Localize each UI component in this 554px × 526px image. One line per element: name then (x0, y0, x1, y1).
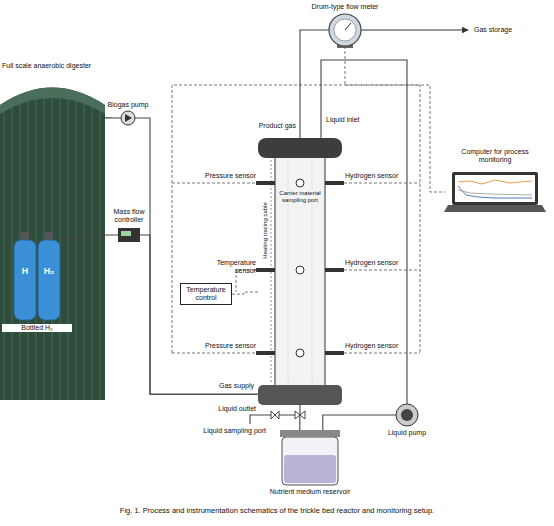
part-label: Pressure sensor (190, 172, 256, 180)
part-label: Hydrogen sensor (345, 342, 405, 350)
pipe-connector (135, 118, 258, 394)
valve-symbol (271, 411, 279, 419)
part-label: Hydrogen sensor (345, 259, 405, 267)
part-label: Carrier material sampling port (277, 190, 323, 204)
node-label: Biogas pump (100, 101, 156, 109)
part-label: Gas supply (196, 382, 254, 390)
monitor-trace (458, 180, 532, 184)
drum-flow-meter (329, 14, 361, 46)
pipe-connector (232, 292, 258, 294)
sampling-line (250, 415, 300, 424)
part-label: Pressure sensor (190, 342, 256, 350)
node-label: Drum-type flow meter (295, 3, 395, 11)
reactor-column (275, 156, 325, 387)
trickle-bed-reactor: Product gas (258, 138, 342, 405)
monitor-trace (458, 190, 532, 195)
pipe-connector (300, 30, 329, 138)
nutrient-reservoir: Nutrient medium reservoir (278, 430, 342, 485)
reactor-bottom-cap (258, 385, 342, 405)
gas-bottle (38, 240, 60, 320)
flow-meter: Drum-type flow meter (329, 14, 361, 46)
meter-needle (345, 23, 351, 30)
control-box: Temperature control (180, 283, 232, 305)
sampling-port (296, 179, 304, 187)
pipe-connector (105, 117, 121, 118)
reactor-top-cap (258, 138, 342, 158)
part-label: H (19, 266, 31, 276)
reservoir-jar (282, 437, 338, 485)
pipe-connector (60, 235, 118, 239)
gas-storage-arrow (361, 29, 468, 30)
node-label: Nutrient medium reservoir (255, 488, 365, 496)
pump-symbol (396, 404, 418, 426)
laptop-screen (452, 172, 538, 205)
part-label: Gas storage (474, 26, 544, 34)
computer: Computer for process monitoring (445, 172, 545, 212)
gas-bottle (14, 240, 36, 320)
node-label: Bottled H₂ (2, 324, 72, 332)
laptop-base (444, 205, 546, 212)
part-label: H₂ (41, 266, 57, 276)
sensor-rod (325, 181, 344, 185)
controller-display (121, 231, 131, 236)
monitor-trace (458, 186, 532, 198)
node-label: Product gas (216, 122, 296, 130)
liquid-pump: Liquid pump (396, 404, 418, 426)
part-label: Temperature sensor (196, 259, 256, 275)
pump-symbol (401, 409, 413, 421)
sensor-rod (256, 351, 275, 355)
digester-roof (0, 88, 105, 115)
sensor-rod (256, 181, 275, 185)
node-label: Temperature control (184, 286, 228, 302)
node-label: Full scale anaerobic digester (2, 62, 122, 70)
sampling-port (296, 349, 304, 357)
sensor-rod (325, 268, 344, 272)
node-label: Mass flow controller (104, 208, 154, 224)
sampling-port (296, 266, 304, 274)
node-label: Computer for process monitoring (455, 148, 535, 164)
pump-symbol (125, 114, 132, 122)
pipe-connector (299, 405, 300, 430)
pump-symbol (121, 111, 135, 125)
vertical-label: Heating tracing cable (262, 195, 269, 265)
digester: Full scale anaerobic digester (0, 75, 105, 400)
part-label: Hydrogen sensor (345, 172, 405, 180)
pipe-connector (323, 415, 396, 430)
digester-body (0, 88, 105, 401)
meter-dial (334, 19, 356, 41)
sensor-rod (325, 351, 344, 355)
part-label: Liquid outlet (196, 405, 256, 413)
figure-caption: Fig. 1. Process and instrumentation sche… (8, 506, 546, 515)
part-label: Liquid inlet (326, 116, 376, 124)
mass-flow-controller: Mass flow controller (118, 228, 140, 242)
part-label: Liquid sampling port (180, 427, 266, 435)
sensor-rod (256, 268, 275, 272)
laptop-display (455, 175, 535, 202)
reservoir-liquid (284, 455, 336, 483)
mass-flow-controller (118, 228, 140, 242)
biogas-pump: Biogas pump (121, 111, 135, 125)
reservoir-lid (280, 430, 340, 437)
node-label: Liquid pump (377, 429, 437, 437)
pipe-connector (140, 235, 258, 394)
pipe-connector (321, 60, 407, 404)
